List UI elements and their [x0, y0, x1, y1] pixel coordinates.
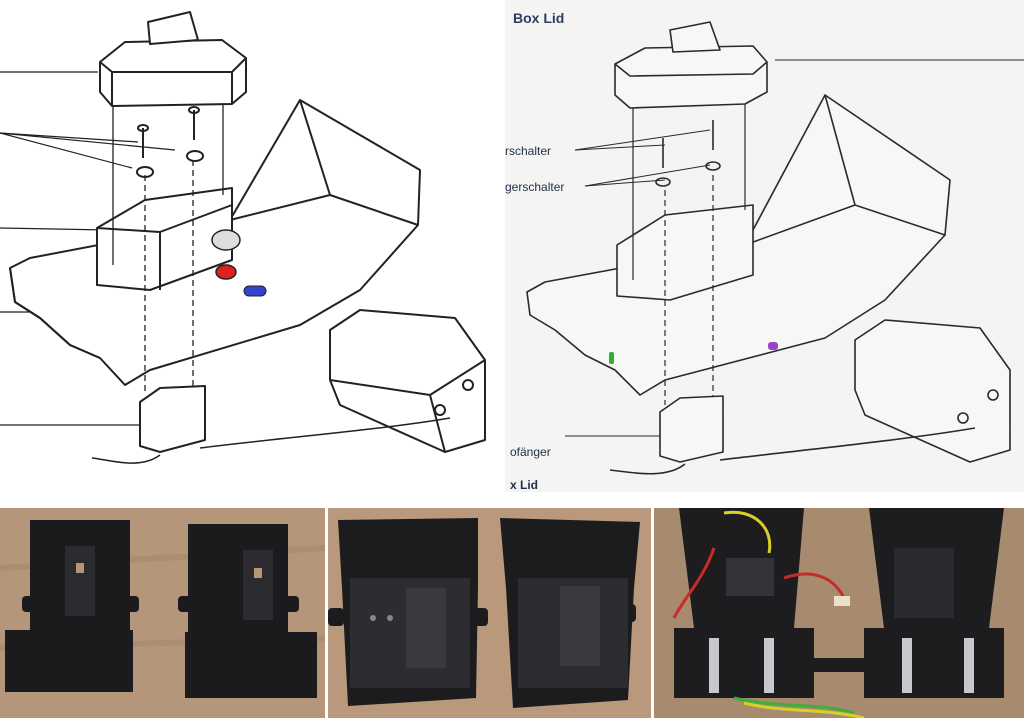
- diagram-right-drawing: [526, 21, 1024, 475]
- label-box-lid-bottom: x Lid: [510, 478, 539, 492]
- label-switch-1: rschalter: [505, 144, 552, 158]
- purple-marker: [768, 342, 778, 350]
- label-switch-2: gerschalter: [505, 180, 565, 194]
- manual-heading: Box Lid: [513, 10, 565, 26]
- photo-platforms-top: [0, 508, 325, 718]
- exploded-diagram-right: Box Lid rschalter gerschalter ofänger x …: [505, 0, 1024, 492]
- red-grommet-marker: [215, 264, 237, 280]
- photo-installed-chassis: [654, 508, 1024, 718]
- exploded-diagram-left: [0, 0, 505, 492]
- switch-knob: [211, 229, 241, 251]
- diagram-left-drawing: [0, 11, 486, 464]
- label-receiver: ofänger: [510, 445, 551, 459]
- green-marker: [609, 352, 614, 364]
- blue-slot-marker: [243, 285, 267, 297]
- photo-boxes-front: [328, 508, 651, 718]
